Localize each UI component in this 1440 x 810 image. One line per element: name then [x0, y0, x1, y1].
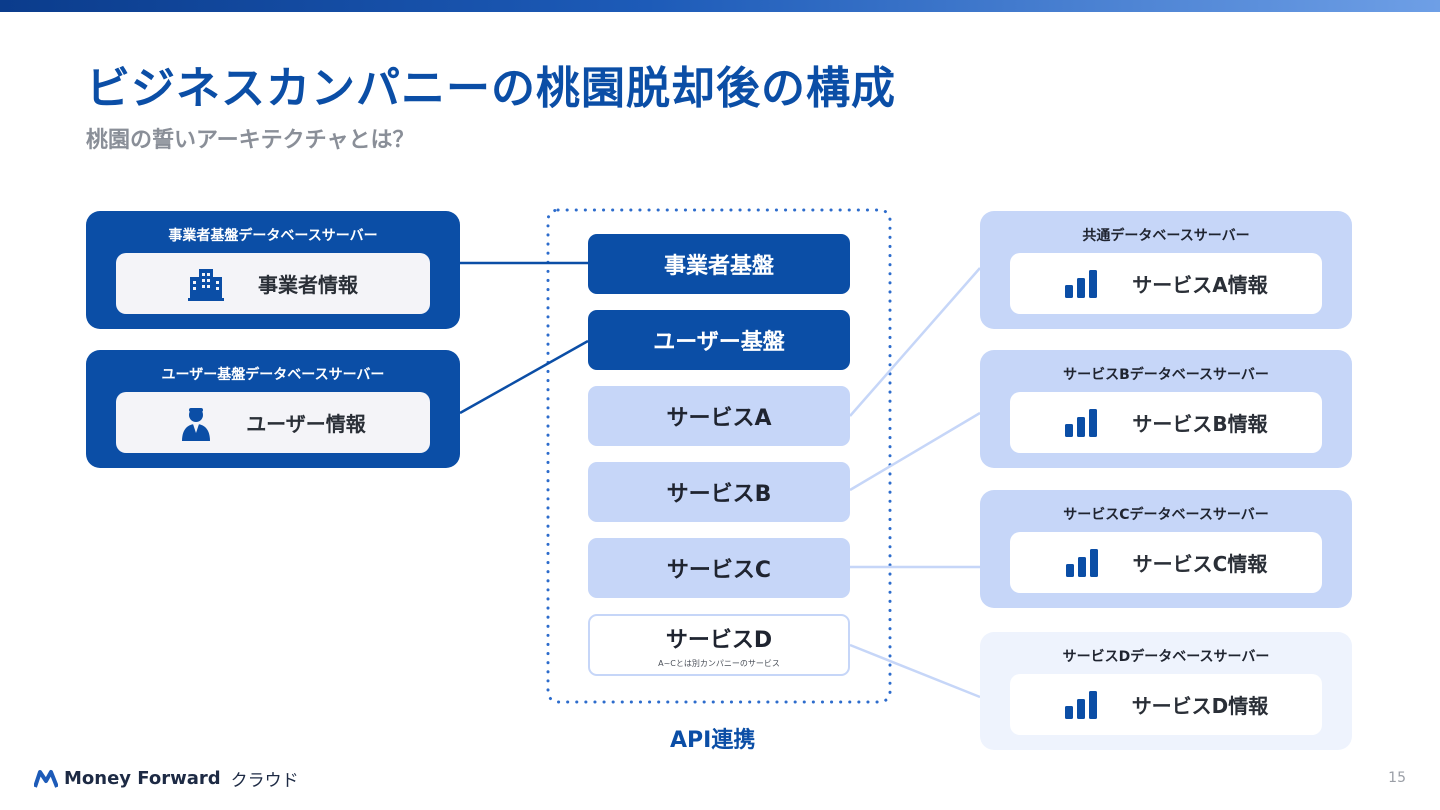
user-db-server: ユーザー基盤データベースサーバー ユーザー情報 [86, 350, 460, 468]
logo-suffix: クラウド [230, 771, 299, 791]
business-info-card: 事業者情報 [116, 253, 430, 314]
service-c-db-server: サービスCデータベースサーバー サービスC情報 [980, 490, 1352, 608]
service-business-platform: 事業者基盤 [588, 234, 850, 294]
user-info-label: ユーザー情報 [246, 412, 366, 436]
service-a-info-card: サービスA情報 [1010, 253, 1322, 314]
connector-service-a [849, 267, 981, 417]
page-number: 15 [1388, 770, 1406, 786]
service-business-platform-label: 事業者基盤 [663, 254, 774, 279]
service-b-info-label: サービスB情報 [1132, 412, 1268, 436]
common-db-title: 共通データベースサーバー [1082, 228, 1250, 244]
service-a-label: サービスA [666, 406, 772, 431]
bar-chart-icon [1064, 690, 1098, 720]
api-boundary [546, 208, 892, 704]
top-accent-bar [0, 0, 1440, 12]
service-b-info-card: サービスB情報 [1010, 392, 1322, 453]
building-icon [188, 267, 224, 301]
service-c-info-label: サービスC情報 [1132, 552, 1268, 576]
bar-chart-icon [1065, 548, 1099, 578]
business-info-label: 事業者情報 [258, 273, 358, 297]
user-db-title: ユーザー基盤データベースサーバー [161, 367, 385, 383]
user-info-card: ユーザー情報 [116, 392, 430, 453]
service-a-info-label: サービスA情報 [1132, 273, 1268, 297]
service-d-info-card: サービスD情報 [1010, 674, 1322, 735]
connector-service-d [849, 643, 981, 699]
service-user-platform: ユーザー基盤 [588, 310, 850, 370]
service-c-label: サービスC [666, 558, 772, 583]
connector-user [459, 339, 589, 415]
service-b-db-title: サービスBデータベースサーバー [1063, 367, 1269, 383]
service-c-info-card: サービスC情報 [1010, 532, 1322, 593]
connector-service-b [849, 411, 981, 492]
money-forward-logo-icon [34, 769, 58, 789]
service-d-note: A~Cとは別カンパニーのサービス [658, 658, 780, 668]
service-d-db-server: サービスDデータベースサーバー サービスD情報 [980, 632, 1352, 750]
business-db-server: 事業者基盤データベースサーバー 事業者情報 [86, 211, 460, 329]
service-a: サービスA [588, 386, 850, 446]
bar-chart-icon [1064, 269, 1098, 299]
service-b-label: サービスB [666, 482, 772, 507]
service-user-platform-label: ユーザー基盤 [653, 330, 785, 355]
page-title: ビジネスカンパニーの桃園脱却後の構成 [86, 63, 896, 114]
common-db-server: 共通データベースサーバー サービスA情報 [980, 211, 1352, 329]
logo-text: Money Forward [64, 768, 221, 789]
user-icon [180, 405, 212, 441]
service-c-db-title: サービスCデータベースサーバー [1063, 507, 1269, 523]
page-subtitle: 桃園の誓いアーキテクチャとは？ [86, 128, 415, 153]
service-d-label: サービスD [665, 627, 773, 653]
service-d-db-title: サービスDデータベースサーバー [1062, 649, 1270, 665]
service-b-db-server: サービスBデータベースサーバー サービスB情報 [980, 350, 1352, 468]
service-d-info-label: サービスD情報 [1131, 694, 1269, 718]
service-c: サービスC [588, 538, 850, 598]
service-d: サービスD A~Cとは別カンパニーのサービス [588, 614, 850, 676]
api-integration-label: API連携 [670, 728, 756, 753]
business-db-title: 事業者基盤データベースサーバー [168, 228, 378, 244]
company-logo: Money Forward クラウド [34, 766, 299, 791]
bar-chart-icon [1064, 408, 1098, 438]
service-b: サービスB [588, 462, 850, 522]
